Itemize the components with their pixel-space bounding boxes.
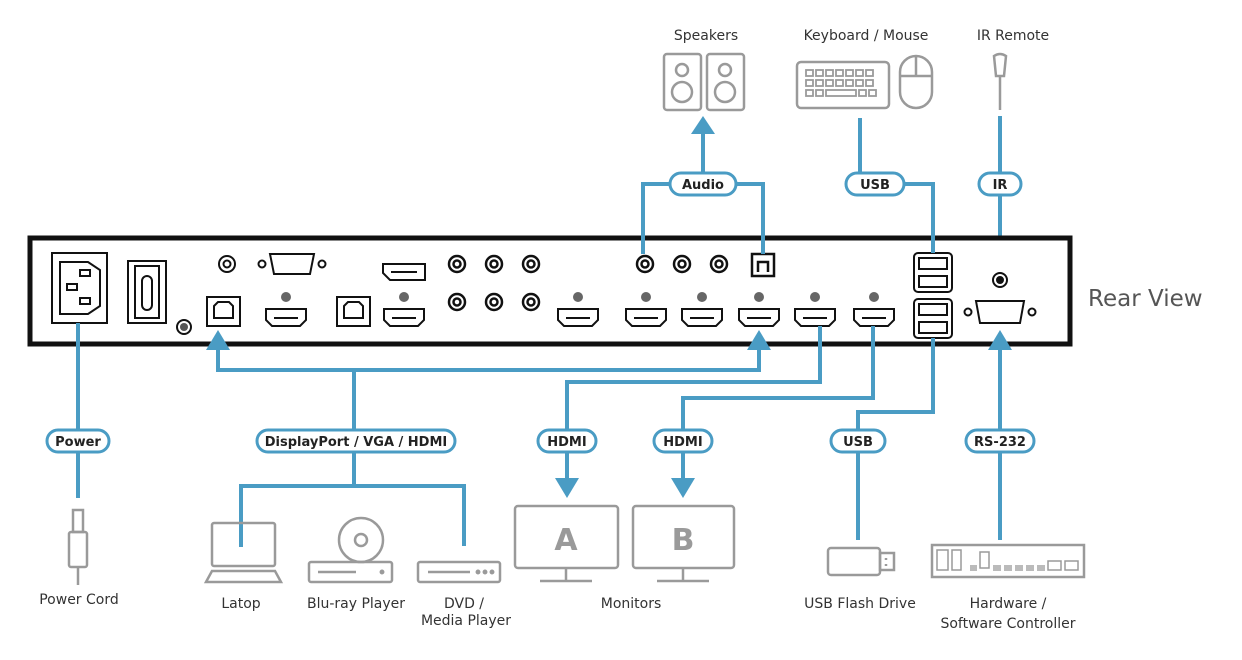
power-cord-label: Power Cord [39,592,119,608]
arrow-down-monitor-a [555,478,579,498]
ground-screw-icon [176,319,192,335]
pill-hdmi-a: HDMI [536,428,598,454]
usb-b-port-icon [206,296,241,327]
pill-ir-label: IR [993,178,1008,193]
hdmi-port-icon [265,292,307,327]
controller-label-line2: Software Controller [940,616,1075,632]
rca-jack-icon [709,254,729,274]
arrow-overlay [206,330,1012,350]
power-switch-icon [127,260,167,324]
bluray-player-icon [307,516,394,584]
monitor-a-letter: A [554,523,578,558]
hdmi-port-icon [557,292,599,327]
pill-usb-bottom-label: USB [843,435,873,450]
rca-jack-icon [521,254,541,274]
ir-remote-label: IR Remote [977,28,1049,44]
mouse-icon [898,54,934,110]
usb-flash-drive-icon [826,546,896,577]
pill-hdmi-a-label: HDMI [547,435,586,450]
control-ports [963,272,1037,324]
keyboard-mouse-label: Keyboard / Mouse [804,28,929,44]
rca-jack-icon [635,254,655,274]
monitor-b-letter: B [672,523,695,558]
usb-b-port-icon [336,296,371,327]
monitor-a-icon [513,504,620,583]
controller-label-line1: Hardware / [970,596,1047,612]
pill-hdmi-b-label: HDMI [663,435,702,450]
displayport-icon [382,263,426,281]
vga-port-icon [257,253,327,275]
rca-jack-icon [447,292,467,312]
monitors-label: Monitors [601,596,662,612]
cable-overlay [76,230,935,350]
rca-jack-icon [447,254,467,274]
hdmi-port-icon [625,292,667,327]
pill-audio-label: Audio [682,178,724,193]
hdmi-port-icon [738,292,780,327]
hdmi-port-icon [853,292,895,327]
arrow-up-speakers [691,116,715,134]
hdmi-port-icon [681,292,723,327]
rca-jack-icon [484,292,504,312]
pill-power: Power [45,428,111,454]
rca-jack-icon [672,254,692,274]
arrow-down-monitor-b [671,478,695,498]
speakers-label: Speakers [674,28,738,44]
monitor-b-icon [631,504,736,583]
panel-outline [27,235,1073,347]
dvd-player-icon [416,560,502,584]
pill-usb-top: USB [844,171,906,197]
laptop-icon [203,521,284,584]
rca-jack-icon [484,254,504,274]
pill-power-label: Power [55,435,101,450]
laptop-label: Latop [221,596,260,612]
rca-jacks [447,254,541,312]
port-group-2 [336,263,426,327]
pill-rs232: RS-232 [964,428,1036,454]
pill-usb-top-label: USB [860,178,890,193]
usb-flash-label: USB Flash Drive [804,596,916,612]
hdmi-port-icon [794,292,836,327]
video-source-branch [239,484,466,547]
pill-video-in-label: DisplayPort / VGA / HDMI [265,435,448,450]
keyboard-icon [795,60,891,110]
rear-panel [27,235,1073,347]
video-input-bus [216,346,761,372]
controller-icon [930,543,1086,579]
ir-remote-icon [992,52,1008,110]
hdmi-ports [557,292,895,327]
panel-title: Rear View [1088,286,1203,312]
hdmi-a-cable [565,345,822,478]
ir-jack-icon [992,272,1008,288]
pill-video-in: DisplayPort / VGA / HDMI [255,428,457,454]
hdmi-b-cable [681,345,875,478]
hdmi-port-icon [383,292,425,327]
dvd-label-line2: Media Player [421,613,511,629]
pill-rs232-label: RS-232 [974,435,1026,450]
speakers-icon [662,52,746,112]
rca-jack-icon [521,292,541,312]
port-group-1 [206,253,327,327]
bluray-label: Blu-ray Player [307,596,405,612]
rs232-port-icon [963,300,1037,324]
dvd-label-line1: DVD / [444,596,484,612]
pill-hdmi-b: HDMI [652,428,714,454]
pill-ir: IR [977,171,1023,197]
audio-jack-icon [218,255,236,273]
power-cord-icon [67,508,89,585]
usb-flash-cable [856,345,935,540]
pill-usb-bottom: USB [829,428,887,454]
pill-audio: Audio [668,171,738,197]
